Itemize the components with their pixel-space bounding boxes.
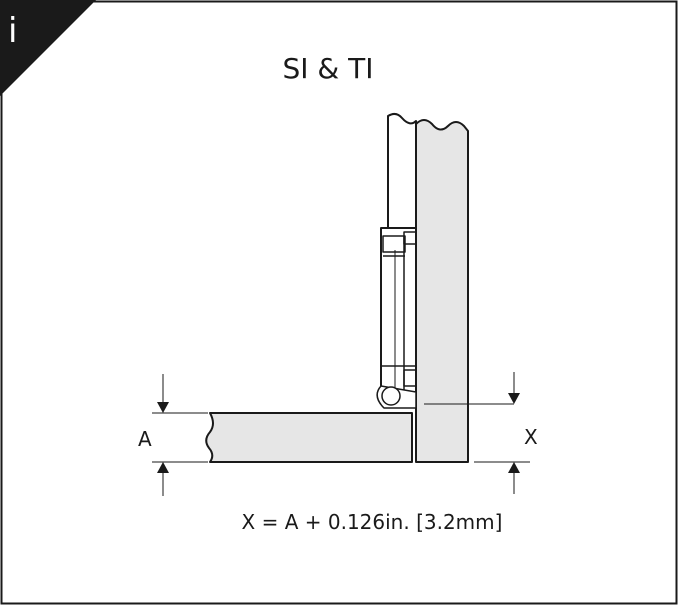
info-icon: i (8, 11, 17, 51)
hinge-body (376, 227, 417, 409)
info-badge: i (0, 0, 96, 96)
cabinet-side-panel (415, 119, 469, 463)
door-panel-horizontal (205, 412, 413, 463)
diagram-title: SI & TI (282, 52, 373, 85)
info-badge-triangle (0, 0, 96, 96)
hinge-drawing (205, 112, 530, 463)
dimension-x-label: X (524, 425, 538, 449)
dimension-a-label: A (138, 427, 152, 451)
formula-text: X = A + 0.126in. [3.2mm] (242, 510, 503, 534)
dimension-x (508, 372, 520, 494)
dimension-a (152, 374, 208, 496)
